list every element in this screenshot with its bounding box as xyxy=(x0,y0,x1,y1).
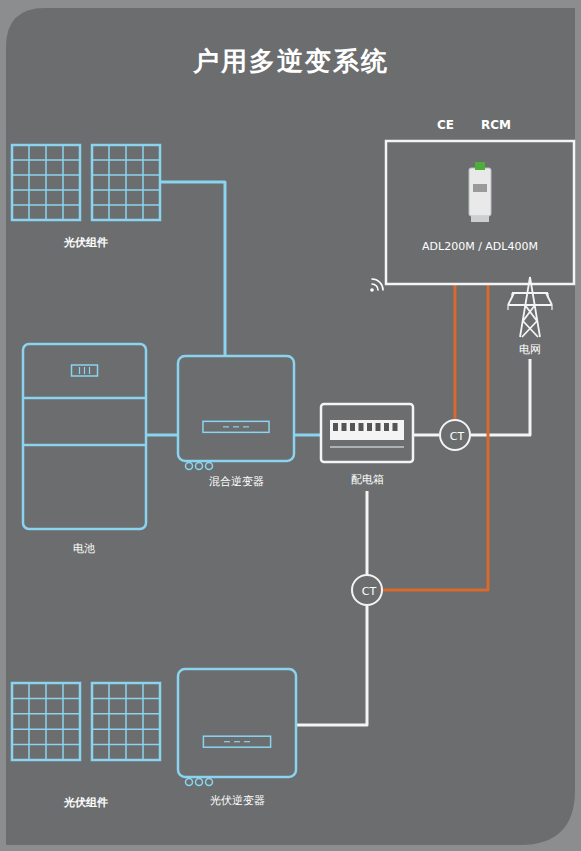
ct-label: CT xyxy=(450,430,464,443)
device-label: ADL200M / ADL400M xyxy=(422,240,538,253)
pv-module xyxy=(92,145,160,220)
power-line xyxy=(160,182,225,355)
meter-box: CERCMADL200M / ADL400M xyxy=(385,140,575,285)
inverter-drawing xyxy=(177,668,297,778)
device-label: 电池 xyxy=(73,542,95,555)
pv-module xyxy=(92,683,160,760)
ct-circle: CT xyxy=(439,419,471,451)
power-line xyxy=(295,434,320,437)
meter-drawing xyxy=(385,140,575,285)
battery-node: 电池 xyxy=(22,343,147,530)
meter-device xyxy=(469,162,491,222)
pv-module xyxy=(12,145,80,220)
power-line xyxy=(471,359,530,435)
ct-label: CT xyxy=(362,585,376,598)
signal-wire xyxy=(454,285,457,419)
inverter-node: 混合逆变器 xyxy=(177,355,295,462)
power-line xyxy=(297,606,367,725)
distribution-box: 配电箱 xyxy=(320,403,414,491)
device-label: 电网 xyxy=(519,343,541,356)
inverter-drawing xyxy=(177,355,295,462)
power-line xyxy=(414,434,439,437)
pv-module xyxy=(12,683,80,760)
panel-ground xyxy=(6,8,575,845)
device-label: 混合逆变器 xyxy=(209,475,264,488)
inverter-node: 光伏逆变器 xyxy=(177,668,297,778)
device-label: 光伏组件 xyxy=(64,796,108,809)
ct-circle: CT xyxy=(351,574,383,606)
wifi-symbol xyxy=(370,279,383,292)
power-line xyxy=(366,491,369,574)
pv-panel-node: 光伏组件 xyxy=(12,145,160,220)
device-label: 光伏组件 xyxy=(64,236,108,249)
power-line xyxy=(147,434,177,437)
pv-panel-node: 光伏组件 xyxy=(12,683,160,760)
pylon-symbol xyxy=(508,277,552,337)
cert-mark: CE xyxy=(437,118,454,132)
grid-tower-node: 电网 xyxy=(500,275,560,359)
diagram-title: 户用多逆变系统 xyxy=(0,44,581,79)
panels-drawing xyxy=(12,145,160,220)
device-label: 配电箱 xyxy=(351,473,384,486)
battery-drawing xyxy=(22,343,147,530)
panels-drawing xyxy=(12,683,160,760)
cert-mark: RCM xyxy=(481,118,511,132)
device-label: 光伏逆变器 xyxy=(210,794,265,807)
